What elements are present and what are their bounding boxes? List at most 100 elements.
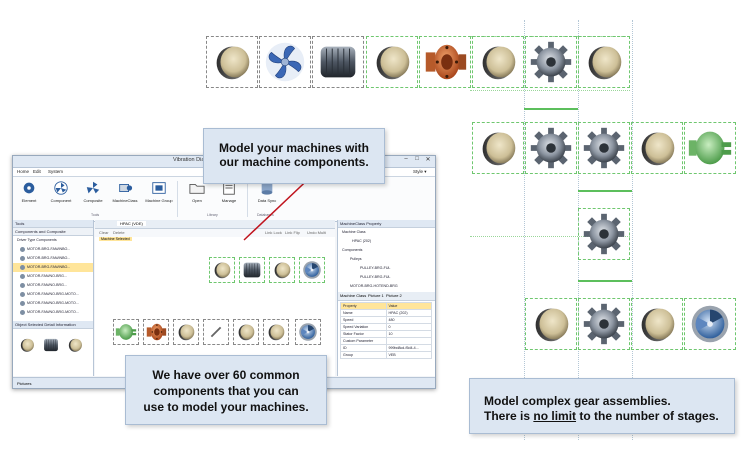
- maximize-button[interactable]: □: [415, 156, 419, 162]
- canvas-area[interactable]: Machine Selected: [95, 237, 335, 376]
- callout-line: Model your machines with: [218, 141, 370, 155]
- tree-node[interactable]: HPAC (202): [352, 239, 372, 243]
- gear-icon: [578, 298, 630, 350]
- list-item[interactable]: MOTOR-BRG-FAN/INBO...: [13, 254, 93, 263]
- connection-line: [578, 280, 632, 282]
- callout-line: our machine components.: [219, 155, 369, 169]
- selection-label: Machine Selected: [99, 237, 132, 241]
- tab-hpac[interactable]: HPAC (VDE): [117, 221, 146, 226]
- element-button[interactable]: Element: [15, 180, 43, 203]
- tab-picture-1[interactable]: Picture 1: [368, 293, 384, 298]
- ribbon-group-databases: Databases: [257, 213, 274, 217]
- clear-button[interactable]: Clear: [99, 230, 109, 235]
- menu-system[interactable]: System: [48, 169, 64, 174]
- pump-icon: [684, 122, 736, 174]
- machineclass-button[interactable]: MachineClass: [111, 180, 139, 203]
- coupling-icon: [366, 36, 418, 88]
- composite-button[interactable]: Composite: [79, 180, 107, 203]
- connection-line: [578, 190, 632, 192]
- pump-icon[interactable]: [113, 319, 139, 345]
- guide-line: [470, 90, 630, 91]
- callout-gears: Model complex gear assemblies. There is …: [469, 378, 735, 434]
- machine-group-button[interactable]: Machine Group: [145, 180, 173, 203]
- panel-subheader: Components and Composite: [13, 228, 93, 236]
- tree-node[interactable]: Components: [342, 248, 363, 252]
- list-item[interactable]: MOTOR-FAN/NO-BRG...: [13, 281, 93, 290]
- tools-panel: Tools Components and Composite Driver Ty…: [13, 220, 94, 376]
- motor-icon[interactable]: [239, 257, 265, 283]
- list-item[interactable]: MOTOR-BRG-FAN/INBO...: [13, 263, 93, 272]
- ribbon-separator: [177, 181, 178, 217]
- guide-line: [632, 20, 633, 440]
- document-tabs: HPAC (VDE): [95, 220, 335, 229]
- coupling-icon: [472, 122, 524, 174]
- coupling-icon[interactable]: [263, 319, 289, 345]
- tab-picture-2[interactable]: Picture 2: [386, 293, 402, 298]
- tree-node[interactable]: Pulleys: [350, 257, 362, 261]
- gear-icon: [578, 208, 630, 260]
- emphasis-text: no limit: [533, 409, 577, 423]
- list-item[interactable]: MOTOR-BRG-FAN/INBO...: [13, 245, 93, 254]
- motor-icon: [312, 36, 364, 88]
- window-title: Vibration Diagnosi: [173, 157, 218, 163]
- tree-node[interactable]: PULLEY-BRG-FUL: [360, 266, 391, 270]
- close-button[interactable]: ✕: [425, 157, 431, 163]
- coupling-icon[interactable]: [173, 319, 199, 345]
- flange-coupling-icon[interactable]: [143, 319, 169, 345]
- panel-header: MachineClass Property: [338, 220, 435, 228]
- tree-node[interactable]: MOTOR-BRG-HOTEND-BRG: [350, 284, 398, 288]
- link-lock-button[interactable]: Link Lock: [265, 230, 282, 235]
- coupling-icon[interactable]: [233, 319, 259, 345]
- callout-library: We have over 60 common components that y…: [125, 355, 327, 425]
- tree-group[interactable]: Driver Type Components: [17, 238, 57, 242]
- coupling-icon: [206, 36, 258, 88]
- coupling-icon: [631, 298, 683, 350]
- list-item[interactable]: MOTOR-FAN/NO-BRG-MOTO...: [13, 290, 93, 299]
- component-icon: [52, 180, 70, 196]
- flange-coupling-icon: [419, 36, 471, 88]
- coupling-icon[interactable]: [209, 257, 235, 283]
- delete-button[interactable]: Delete: [113, 230, 125, 235]
- ribbon-toolbar: Element Component Composite MachineClass…: [13, 177, 435, 222]
- ribbon-group-tools: Tools: [91, 213, 100, 217]
- callout-line: We have over 60 common: [152, 368, 300, 382]
- guide-line: [470, 236, 630, 237]
- coupling-icon: [525, 298, 577, 350]
- list-item[interactable]: MOTOR-FAN/NO-BRG-MOTO...: [13, 299, 93, 308]
- turbine-icon[interactable]: [299, 257, 325, 283]
- guide-line: [524, 20, 525, 440]
- gear-icon: [578, 122, 630, 174]
- machineclass-icon: [116, 180, 134, 196]
- pictures-tab[interactable]: Pictures: [17, 381, 32, 386]
- fan-icon: [259, 36, 311, 88]
- tree-node[interactable]: Machine Class: [342, 230, 366, 234]
- list-item[interactable]: MOTOR-FAN/NO-BRG-MOTO...: [13, 308, 93, 317]
- coupling-icon: [631, 122, 683, 174]
- coupling-icon[interactable]: [269, 257, 295, 283]
- menu-style[interactable]: Style ▾: [413, 169, 427, 174]
- gear-icon: [525, 122, 577, 174]
- folder-icon: [188, 180, 206, 196]
- turbine-icon[interactable]: [295, 319, 321, 345]
- ribbon-separator: [247, 181, 248, 217]
- element-icon: [20, 180, 38, 196]
- shaft-icon[interactable]: [203, 319, 229, 345]
- callout-line: use to model your machines.: [143, 400, 309, 414]
- menu-edit[interactable]: Edit: [33, 169, 41, 174]
- properties-panel: MachineClass Property Machine Class HPAC…: [337, 220, 435, 376]
- callout-line: There is no limit to the number of stage…: [484, 409, 719, 423]
- link-flip-button[interactable]: Link Flip: [285, 230, 300, 235]
- design-canvas: HPAC (VDE) Clear Delete Link Lock Link F…: [95, 220, 335, 376]
- undo-multi-button[interactable]: Undo Multi: [307, 230, 327, 235]
- list-item[interactable]: MOTOR-FAN/NO-BRG...: [13, 272, 93, 281]
- menu-home[interactable]: Home: [17, 169, 30, 174]
- tree-node[interactable]: PULLEY-BRG-FUL: [360, 275, 391, 279]
- tab-machine-class[interactable]: Machine Class: [340, 293, 367, 298]
- callout-line: components that you can: [153, 384, 299, 398]
- minimize-button[interactable]: –: [404, 156, 408, 162]
- open-button[interactable]: Open: [183, 180, 211, 203]
- component-button[interactable]: Component: [47, 180, 75, 203]
- composite-icon: [84, 180, 102, 196]
